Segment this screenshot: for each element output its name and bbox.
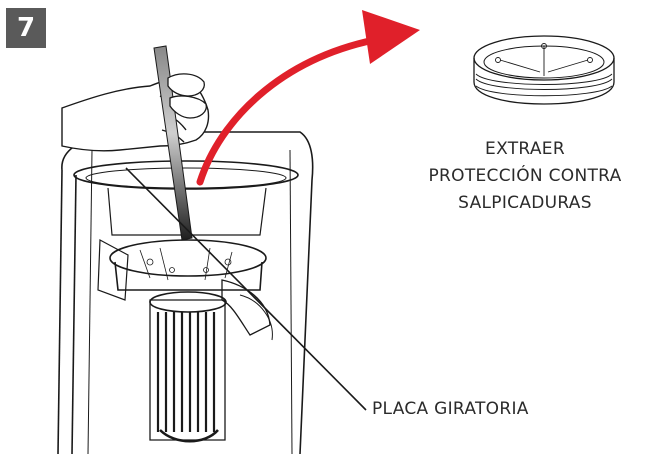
tool-icon — [153, 45, 193, 241]
splash-guard-icon — [473, 35, 615, 105]
garbage-disposer-icon — [57, 131, 314, 454]
curved-arrow-icon — [196, 10, 420, 186]
leader-line — [125, 167, 367, 411]
turntable-label: PLACA GIRATORIA — [372, 399, 529, 419]
label-line-1: EXTRAER — [485, 139, 565, 159]
remove-splash-guard-label: EXTRAER PROTECCIÓN CONTRA SALPICADURAS — [400, 136, 650, 217]
label-line-3: SALPICADURAS — [458, 193, 592, 213]
label-line-2: PROTECCIÓN CONTRA — [428, 166, 622, 186]
step-number-badge: 7 — [6, 8, 46, 48]
